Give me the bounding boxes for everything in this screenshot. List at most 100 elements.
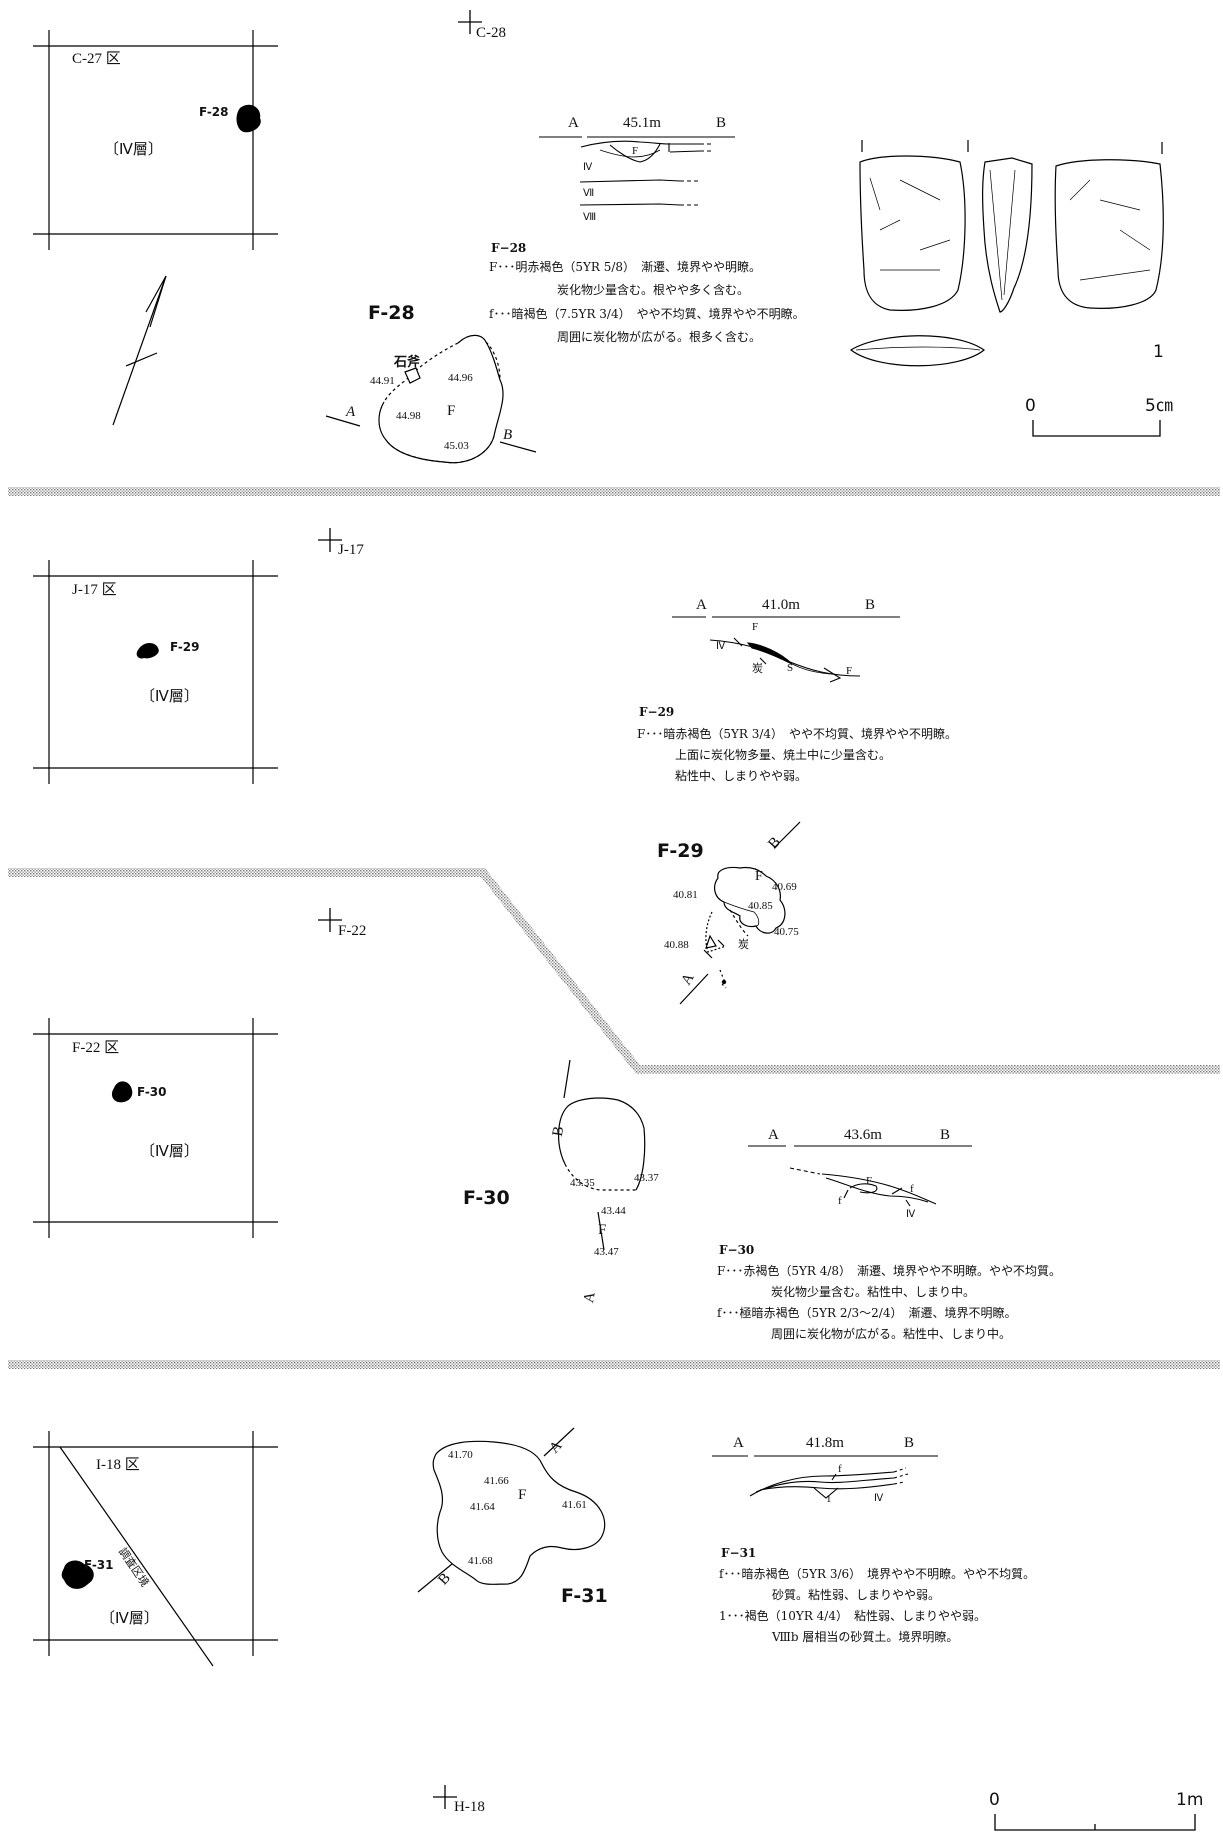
f31-section-elevation: 41.8m — [806, 1435, 844, 1451]
f28-section-fill: F — [632, 145, 639, 157]
main-scale-end: 1m — [1176, 1790, 1204, 1810]
f31-notes-line: f･･･暗赤褐色（5YR 3/6） 境界やや不明瞭。やや不均質。 — [719, 1567, 1036, 1581]
f30-section-f-right: f — [910, 1183, 914, 1195]
f29-section-fill-upper: F — [752, 621, 759, 633]
f29-plan-elevation: 40.85 — [748, 900, 773, 912]
separator-band-3 — [8, 1360, 1220, 1369]
grid-point-j17-label: J-17 — [338, 542, 364, 558]
f30-notes-line: 周囲に炭化物が広がる。粘性中、しまり中。 — [771, 1327, 1012, 1341]
f29-title: F-29 — [657, 840, 704, 862]
f30-plan — [557, 1059, 646, 1251]
f28-notes-line: f･･･暗褐色（7.5YR 3/4） やや不均質、境界やや不明瞭。 — [489, 307, 805, 321]
f28-notes-title: F−28 — [491, 241, 527, 255]
f29-section-a: A — [696, 597, 707, 613]
f29-notes-line: 粘性中、しまりやや弱。 — [675, 769, 808, 783]
f31-notes-line: 砂質。粘性弱、しまりやや弱。 — [772, 1588, 941, 1602]
grid-point-f22-cross — [318, 908, 342, 932]
f29-plan-fill-label: F — [755, 869, 763, 884]
f28-section — [539, 136, 735, 206]
f29-map-layer-label: 〔Ⅳ層〕 — [140, 689, 199, 705]
f31-plan — [417, 1427, 606, 1593]
f29-section-layer: Ⅳ — [716, 641, 726, 652]
f30-section-layer: Ⅳ — [906, 1209, 916, 1220]
separator-band-2 — [8, 868, 1220, 1074]
f29-grid-label: J-17 区 — [72, 582, 117, 598]
f30-map-layer-label: 〔Ⅳ層〕 — [140, 1144, 199, 1160]
f28-notes-line: F･･･明赤褐色（5YR 5/8） 漸遷、境界やや明瞭。 — [489, 260, 762, 274]
artifact-number: 1 — [1153, 342, 1164, 362]
f30-plan-elevation: 43.47 — [594, 1246, 619, 1258]
f29-section-fill-lower: F — [846, 665, 853, 677]
artifact-scale-end: 5㎝ — [1145, 396, 1173, 416]
f31-map-feature-blob — [61, 1560, 94, 1589]
f28-notes-line: 炭化物少量含む。根やや多く含む。 — [557, 283, 750, 297]
f29-notes-line: 上面に炭化物多量、焼土中に少量含む。 — [675, 748, 892, 762]
grid-point-c28-label: C-28 — [476, 25, 506, 41]
f28-section-elevation: 45.1m — [623, 115, 661, 131]
f29-notes-line: F･･･暗赤褐色（5YR 3/4） やや不均質、境界やや不明瞭。 — [637, 727, 958, 741]
f30-grid-label: F-22 区 — [72, 1040, 120, 1056]
f31-map-feature-label: F-31 — [84, 1558, 114, 1572]
f30-notes-line: 炭化物少量含む。粘性中、しまり中。 — [771, 1285, 976, 1299]
f29-plan — [679, 821, 801, 1005]
f28-plan-fill-label: F — [447, 403, 456, 419]
f28-grid-label: C-27 区 — [72, 51, 121, 67]
f31-section-layer: Ⅳ — [874, 1493, 884, 1504]
f31-plan-elevation: 41.68 — [468, 1555, 493, 1567]
f29-section-charcoal: 炭 — [752, 663, 763, 675]
f30-title: F-30 — [463, 1187, 510, 1209]
f29-section-stone: S — [787, 662, 794, 674]
f29-plan-charcoal: 炭 — [738, 939, 749, 951]
f31-plan-elevation: 41.66 — [484, 1475, 509, 1487]
f30-section — [748, 1145, 972, 1207]
f31-plan-elevation: 41.64 — [470, 1501, 495, 1513]
f29-plan-elevation: 40.69 — [772, 881, 797, 893]
f30-plan-point-a: A — [581, 1290, 599, 1305]
f31-plan-elevation: 41.70 — [448, 1449, 473, 1461]
f31-notes-line: 1･･･褐色（10YR 4/4） 粘性弱、しまりやや弱。 — [719, 1609, 986, 1623]
f28-section-layer-4: Ⅳ — [583, 162, 593, 173]
f28-plan-point-b: B — [503, 427, 513, 443]
f28-section-b: B — [716, 115, 727, 131]
grid-point-j17-cross — [318, 528, 342, 552]
separator-band-1 — [8, 487, 1220, 496]
f30-plan-elevation: 43.44 — [601, 1205, 626, 1217]
f31-section-a: A — [733, 1435, 744, 1451]
f29-section-elevation: 41.0m — [762, 597, 800, 613]
f29-section-b: B — [865, 597, 876, 613]
f28-plan-elevation: 44.98 — [396, 410, 421, 422]
f28-plan-axe-label: 石斧 — [394, 355, 421, 370]
f28-stone-axe-icon — [404, 367, 421, 384]
artifact-stone-axe — [849, 140, 1164, 367]
f28-map-layer-label: 〔Ⅳ層〕 — [104, 142, 163, 158]
f28-map-feature-blob — [236, 104, 261, 133]
grid-point-h18-label: H-18 — [454, 1799, 485, 1815]
f29-section — [672, 616, 900, 683]
f31-plan-fill-label: F — [518, 1487, 527, 1503]
f31-section-b: B — [904, 1435, 915, 1451]
f28-plan-point-a: A — [346, 404, 356, 420]
f28-map-feature-label: F-28 — [199, 105, 229, 119]
f30-notes-title: F−30 — [719, 1243, 755, 1257]
f30-grid-square — [33, 1018, 278, 1238]
f31-grid-square — [33, 1431, 278, 1667]
f28-plan — [325, 334, 537, 464]
f28-plan-elevation: 45.03 — [444, 440, 469, 452]
f29-plan-elevation: 40.88 — [664, 939, 689, 951]
f28-section-layer-8: Ⅷ — [583, 212, 597, 223]
main-scale-bar — [994, 1814, 1196, 1831]
f31-title: F-31 — [561, 1585, 608, 1607]
f30-map-feature-blob — [111, 1081, 133, 1103]
f31-notes-title: F−31 — [721, 1546, 757, 1560]
f30-plan-fill-label: F — [598, 1222, 607, 1238]
f31-notes-line: Ⅷb 層相当の砂質土。境界明瞭。 — [772, 1630, 959, 1644]
f28-plan-elevation: 44.96 — [448, 372, 473, 384]
f29-plan-elevation: 40.81 — [673, 889, 698, 901]
f28-grid-square — [33, 30, 278, 250]
grid-point-f22-label: F-22 — [338, 923, 367, 939]
f31-section-f: f — [838, 1463, 842, 1475]
f30-plan-elevation: 43.37 — [634, 1172, 659, 1184]
f30-notes-line: f･･･極暗赤褐色（5YR 2/3〜2/4） 漸遷、境界不明瞭。 — [717, 1306, 1017, 1320]
f31-grid-label: I-18 区 — [96, 1457, 140, 1473]
